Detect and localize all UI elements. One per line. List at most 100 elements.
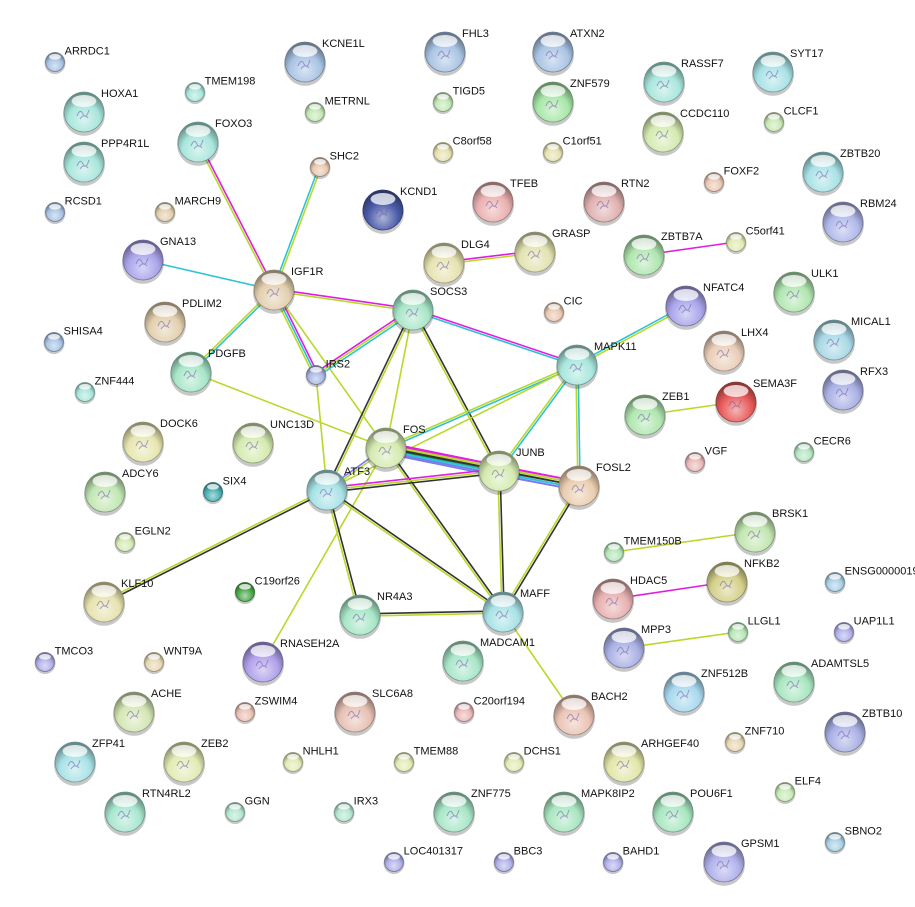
edge-junb-maff[interactable] [497,470,505,613]
edge-atf3-klf10[interactable] [103,488,328,604]
node-c19orf26[interactable]: C19orf26 [234,575,300,605]
node-adcy6[interactable]: ADCY6 [84,468,159,516]
node-zeb1[interactable]: ZEB1 [624,391,690,439]
node-lhx4[interactable]: LHX4 [703,327,769,375]
edge-igf1r-socs3[interactable] [273,288,414,312]
edge-mapk11-junb[interactable] [497,363,579,473]
edge-atf3-junb[interactable] [326,468,500,493]
node-ccdc110[interactable]: CCDC110 [642,108,729,156]
node-clcf1[interactable]: CLCF1 [763,105,819,135]
node-dlg4[interactable]: DLG4 [423,239,490,287]
node-atf3[interactable]: ATF3 [306,466,370,514]
node-ache[interactable]: ACHE [113,688,182,736]
node-nfkb2[interactable]: NFKB2 [706,558,779,606]
node-fhl3[interactable]: FHL3 [424,28,489,76]
node-hoxa1[interactable]: HOXA1 [63,88,138,136]
node-c1orf51[interactable]: C1orf51 [542,135,602,165]
node-metrnl[interactable]: METRNL [304,95,370,125]
node-bbc3[interactable]: BBC3 [493,845,543,875]
edge-atf3-nr4a3[interactable] [325,489,362,616]
node-hdac5[interactable]: HDAC5 [592,575,667,623]
node-foxf2[interactable]: FOXF2 [703,165,760,195]
node-arhgef40[interactable]: ARHGEF40 [603,738,699,786]
node-tmem88[interactable]: TMEM88 [393,745,459,775]
node-znf579[interactable]: ZNF579 [532,78,610,126]
node-mapk8ip2[interactable]: MAPK8IP2 [543,788,635,836]
node-zeb2[interactable]: ZEB2 [163,738,229,786]
node-c20orf194[interactable]: C20orf194 [453,695,526,725]
node-gna13[interactable]: GNA13 [122,236,196,284]
node-bach2[interactable]: BACH2 [553,691,628,739]
node-ensg0000019[interactable]: ENSG0000019 [824,565,915,595]
node-zbtb10[interactable]: ZBTB10 [824,708,902,756]
node-pou6f1[interactable]: POU6F1 [652,788,733,836]
node-rassf7[interactable]: RASSF7 [643,58,724,106]
node-fos[interactable]: FOS [365,424,426,472]
node-mpp3[interactable]: MPP3 [603,624,671,672]
edge-maff-bach2[interactable] [502,611,575,716]
node-unc13d[interactable]: UNC13D [232,419,314,467]
edge-fos-maff[interactable] [384,446,505,614]
node-gpsm1[interactable]: GPSM1 [703,838,780,886]
node-wnt9a[interactable]: WNT9A [143,645,203,675]
node-c8orf58[interactable]: C8orf58 [432,135,492,165]
node-znf775[interactable]: ZNF775 [433,788,511,836]
node-igf1r[interactable]: IGF1R [253,266,323,314]
node-six4[interactable]: SIX4 [202,475,247,505]
node-llgl1[interactable]: LLGL1 [727,615,781,645]
edge-socs3-atf3[interactable] [325,309,415,491]
node-socs3[interactable]: SOCS3 [392,286,467,334]
node-tigd5[interactable]: TIGD5 [432,85,486,115]
node-maff[interactable]: MAFF [482,588,550,636]
node-rbm24[interactable]: RBM24 [822,198,897,246]
node-rtn4rl2[interactable]: RTN4RL2 [104,788,191,836]
node-rfx3[interactable]: RFX3 [822,366,888,414]
edge-gna13-igf1r[interactable] [142,259,275,291]
edge-fosl2-maff[interactable] [501,485,581,613]
node-znf710[interactable]: ZNF710 [724,725,785,755]
node-dock6[interactable]: DOCK6 [122,418,198,466]
node-cic[interactable]: CIC [543,295,583,325]
node-zbtb20[interactable]: ZBTB20 [802,148,880,196]
node-shisa4[interactable]: SHISA4 [43,325,103,355]
edge-nr4a3-maff[interactable] [359,610,504,617]
node-klf10[interactable]: KLF10 [83,578,153,626]
edge-pdgfb-fos[interactable] [190,371,387,449]
edge-atf3-maff[interactable] [325,488,505,614]
node-cecr6[interactable]: CECR6 [793,435,851,465]
node-zswim4[interactable]: ZSWIM4 [234,695,298,725]
edge-foxo3-igf1r[interactable] [196,141,276,291]
node-kcnd1[interactable]: KCND1 [362,186,437,234]
node-slc6a8[interactable]: SLC6A8 [334,688,413,736]
node-syt17[interactable]: SYT17 [752,48,824,96]
node-atxn2[interactable]: ATXN2 [532,28,605,76]
node-uap1l1[interactable]: UAP1L1 [833,615,895,645]
node-c5orf41[interactable]: C5orf41 [725,225,785,255]
edge-mapk11-nfatc4[interactable] [576,304,687,367]
node-rcsd1[interactable]: RCSD1 [44,195,102,225]
edge-shc2-igf1r[interactable] [272,166,322,291]
node-tmem150b[interactable]: TMEM150B [603,535,682,565]
node-zbtb7a[interactable]: ZBTB7A [623,231,703,279]
node-sema3f[interactable]: SEMA3F [715,378,797,426]
edge-mapk11-atf3[interactable] [326,364,578,491]
edge-socs3-fos[interactable] [385,309,414,449]
node-ulk1[interactable]: ULK1 [773,268,839,316]
node-tfeb[interactable]: TFEB [472,178,538,226]
node-grasp[interactable]: GRASP [514,228,591,276]
node-pdlim2[interactable]: PDLIM2 [144,298,222,346]
node-sbno2[interactable]: SBNO2 [824,825,882,855]
node-elf4[interactable]: ELF4 [774,775,821,805]
node-nhlh1[interactable]: NHLH1 [282,745,339,775]
node-nr4a3[interactable]: NR4A3 [339,591,412,639]
node-dchs1[interactable]: DCHS1 [503,745,561,775]
node-bahd1[interactable]: BAHD1 [602,845,660,875]
node-znf512b[interactable]: ZNF512B [663,668,748,716]
node-madcam1[interactable]: MADCAM1 [442,637,535,685]
node-pdgfb[interactable]: PDGFB [170,348,246,396]
node-march9[interactable]: MARCH9 [154,195,222,225]
node-adamtsl5[interactable]: ADAMTSL5 [773,658,869,706]
node-irs2[interactable]: IRS2 [305,358,351,388]
edge-tmem150b-brsk1[interactable] [613,531,756,553]
node-znf444[interactable]: ZNF444 [74,375,135,405]
